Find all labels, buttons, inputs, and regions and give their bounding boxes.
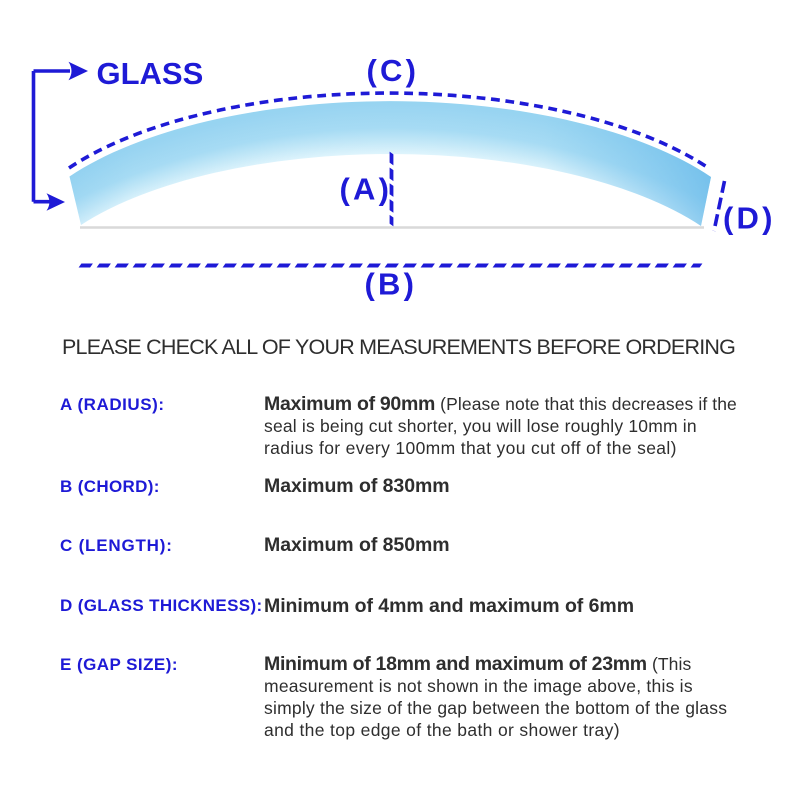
svg-text:GLASS: GLASS [97,56,204,91]
svg-text:(A): (A) [340,172,393,207]
svg-text:(D): (D) [723,201,776,236]
svg-text:(C): (C) [367,53,420,88]
svg-text:(B): (B) [365,267,418,302]
